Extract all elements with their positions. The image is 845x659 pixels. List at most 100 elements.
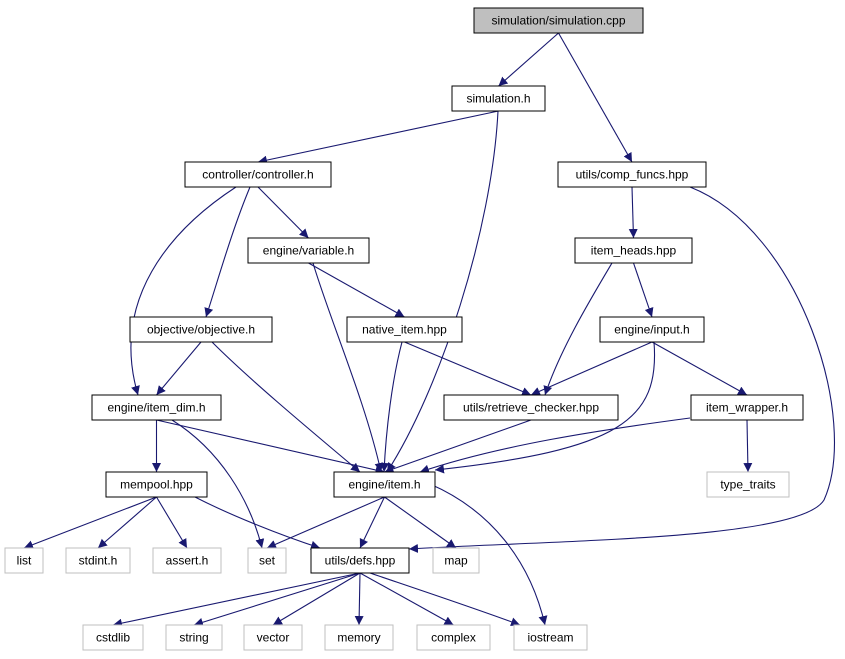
node-assert[interactable]: assert.h — [152, 547, 222, 574]
node-wrap[interactable]: item_wrapper.h — [690, 394, 804, 421]
node-mem[interactable]: mempool.hpp — [105, 471, 208, 498]
node-label-string: string — [179, 631, 208, 645]
node-label-assert: assert.h — [166, 554, 209, 568]
edge-var-to-item — [312, 262, 384, 473]
node-input[interactable]: engine/input.h — [599, 316, 705, 343]
node-label-simh: simulation.h — [466, 92, 530, 106]
node-complex[interactable]: complex — [416, 624, 491, 651]
edge-ctrl-to-var — [257, 186, 309, 239]
edge-wrap-to-tt — [743, 419, 753, 473]
node-simh[interactable]: simulation.h — [451, 85, 546, 112]
node-list[interactable]: list — [4, 547, 44, 574]
node-box-comp — [557, 161, 707, 188]
edge-comp-to-heads — [628, 186, 638, 239]
node-box-ctrl — [184, 161, 332, 188]
node-box-stdint — [65, 547, 131, 574]
edge-defs-to-cstdlib — [112, 572, 361, 628]
node-stdint[interactable]: stdint.h — [65, 547, 131, 574]
node-box-retr — [443, 394, 619, 421]
node-label-mem: mempool.hpp — [120, 478, 193, 492]
node-label-complex: complex — [431, 631, 476, 645]
edge-input-to-retr — [530, 341, 653, 396]
edge-item-to-set — [266, 496, 385, 549]
edge-root-to-simh — [498, 32, 559, 87]
edge-defs-to-memory — [354, 572, 364, 626]
node-set[interactable]: set — [247, 547, 287, 574]
node-box-native — [346, 316, 463, 343]
edge-root-to-comp — [558, 32, 633, 163]
node-label-cstdlib: cstdlib — [96, 631, 130, 645]
node-box-memory — [324, 624, 394, 651]
edge-defs-to-complex — [359, 572, 454, 626]
node-vector[interactable]: vector — [243, 624, 303, 651]
nodes-layer: simulation/simulation.cpp simulation.h con… — [4, 7, 804, 651]
node-native[interactable]: native_item.hpp — [346, 316, 463, 343]
node-box-heads — [574, 237, 693, 264]
node-cstdlib[interactable]: cstdlib — [82, 624, 144, 651]
node-box-tt — [706, 471, 790, 498]
node-box-list — [4, 547, 44, 574]
node-dim[interactable]: engine/item_dim.h — [91, 394, 222, 421]
node-label-native: native_item.hpp — [362, 323, 447, 337]
node-label-vector: vector — [257, 631, 290, 645]
node-comp[interactable]: utils/comp_funcs.hpp — [557, 161, 707, 188]
node-label-memory: memory — [337, 631, 380, 645]
edge-input-to-item — [434, 341, 656, 474]
node-label-iostream: iostream — [527, 631, 573, 645]
node-obj[interactable]: objective/objective.h — [129, 316, 273, 343]
edges-layer — [23, 32, 835, 628]
node-label-dim: engine/item_dim.h — [107, 401, 205, 415]
edge-item-to-defs — [359, 496, 385, 549]
node-box-wrap — [690, 394, 804, 421]
edge-input-to-wrap — [651, 341, 748, 396]
edge-defs-to-string — [193, 572, 361, 627]
edge-dim-to-item — [156, 419, 385, 475]
node-label-heads: item_heads.hpp — [591, 244, 677, 258]
node-box-cstdlib — [82, 624, 144, 651]
edge-comp-to-defs — [408, 186, 835, 553]
node-item[interactable]: engine/item.h — [333, 471, 436, 498]
node-iostream[interactable]: iostream — [513, 624, 588, 651]
node-label-var: engine/variable.h — [263, 244, 354, 258]
node-box-dim — [91, 394, 222, 421]
node-label-root: simulation/simulation.cpp — [491, 14, 625, 28]
node-label-ctrl: controller/controller.h — [202, 168, 313, 182]
node-string[interactable]: string — [165, 624, 223, 651]
node-box-string — [165, 624, 223, 651]
edge-obj-to-dim — [156, 341, 202, 396]
node-retr[interactable]: utils/retrieve_checker.hpp — [443, 394, 619, 421]
node-memory[interactable]: memory — [324, 624, 394, 651]
node-label-input: engine/input.h — [614, 323, 689, 337]
node-ctrl[interactable]: controller/controller.h — [184, 161, 332, 188]
node-var[interactable]: engine/variable.h — [247, 237, 370, 264]
node-root[interactable]: simulation/simulation.cpp — [473, 7, 644, 34]
edge-simh-to-ctrl — [257, 110, 499, 165]
node-box-root — [473, 7, 644, 34]
edge-mem-to-stdint — [97, 496, 157, 549]
node-label-map: map — [444, 554, 468, 568]
node-box-defs — [310, 547, 410, 574]
edge-obj-to-item — [211, 341, 361, 473]
edge-defs-to-iostream — [369, 572, 521, 627]
node-tt[interactable]: type_traits — [706, 471, 790, 498]
node-box-assert — [152, 547, 222, 574]
node-map[interactable]: map — [432, 547, 480, 574]
node-label-list: list — [17, 554, 32, 568]
node-box-iostream — [513, 624, 588, 651]
edge-ctrl-to-dim — [130, 186, 237, 396]
edge-item-to-map — [384, 496, 457, 549]
node-label-retr: utils/retrieve_checker.hpp — [463, 401, 599, 415]
node-box-map — [432, 547, 480, 574]
edge-retr-to-item — [384, 419, 532, 474]
edge-native-to-item — [379, 341, 403, 473]
node-defs[interactable]: utils/defs.hpp — [310, 547, 410, 574]
node-label-obj: objective/objective.h — [147, 323, 255, 337]
node-box-vector — [243, 624, 303, 651]
node-heads[interactable]: item_heads.hpp — [574, 237, 693, 264]
node-box-set — [247, 547, 287, 574]
node-label-tt: type_traits — [720, 478, 775, 492]
node-box-simh — [451, 85, 546, 112]
edge-wrap-to-item — [419, 417, 691, 474]
edge-dim-to-set — [171, 419, 265, 549]
